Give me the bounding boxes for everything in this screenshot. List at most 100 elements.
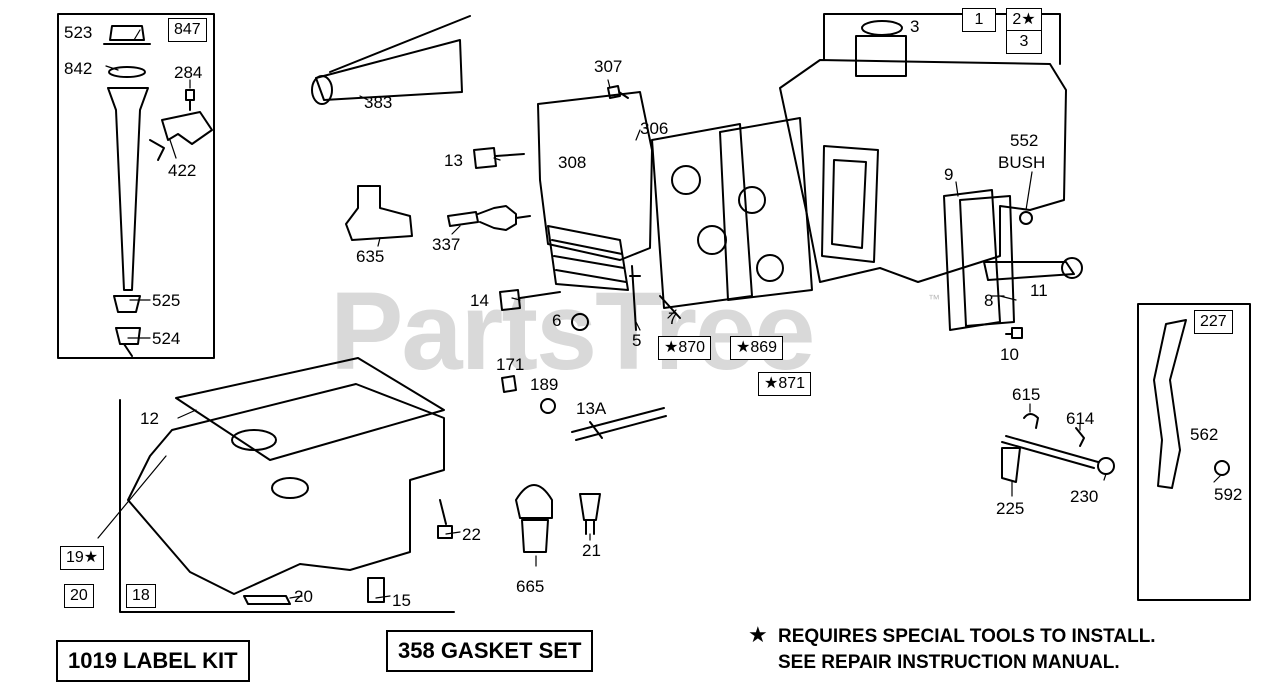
breather-cover [821, 145, 879, 263]
fitting-21 [579, 493, 601, 535]
dipstick-o-ring [108, 66, 146, 78]
fuel-line-end [311, 75, 333, 105]
dipstick-tube [107, 87, 149, 291]
callout-189: 189 [530, 375, 559, 394]
washer-6 [571, 313, 589, 331]
spark-plug-337 [447, 205, 531, 231]
washer-230 [1097, 457, 1115, 475]
box-2: 2★ [1006, 8, 1042, 32]
callout-383: 383 [364, 93, 393, 112]
bolt-13 [473, 147, 525, 169]
callout-524: 524 [152, 329, 181, 348]
bolt-14 [499, 289, 561, 311]
callout-5: 5 [632, 331, 642, 350]
special-tools-note-line2: SEE REPAIR INSTRUCTION MANUAL. [778, 652, 1120, 673]
dipstick-seal [115, 327, 141, 357]
pin-614 [1075, 427, 1085, 447]
callout-337: 337 [432, 235, 461, 254]
callout-9: 9 [944, 165, 954, 184]
callout-bush: BUSH [998, 153, 1046, 172]
gasket-hole-1 [671, 165, 701, 195]
block-plug-3 [861, 20, 903, 36]
callout-615: 615 [1012, 385, 1041, 404]
screw-22 [437, 499, 453, 539]
callout-3: 3 [910, 17, 920, 36]
box-18: 18 [126, 584, 156, 608]
base-boss [271, 477, 309, 499]
callout-635: 635 [356, 247, 385, 266]
breather-gasket-9 [943, 189, 1001, 331]
callout-562: 562 [1190, 425, 1219, 444]
head-gasket-870 [651, 123, 753, 309]
box-869: ★869 [730, 336, 784, 360]
callout-284: 284 [174, 63, 203, 82]
callout-8: 8 [984, 291, 994, 310]
valve-cover-308 [537, 91, 653, 261]
callout-11: 11 [1030, 281, 1048, 300]
callout-225: 225 [996, 499, 1025, 518]
callout-523: 523 [64, 23, 93, 42]
dipstick-cap [103, 25, 151, 45]
box-1: 1 [962, 8, 996, 32]
crankcase-gasket-12 [175, 357, 445, 461]
dipstick-panel-frame [57, 13, 215, 359]
star-icon: ★ [748, 622, 768, 647]
lever-225 [1001, 447, 1021, 483]
callout-422: 422 [168, 161, 197, 180]
callout-665: 665 [516, 577, 545, 596]
callout-230: 230 [1070, 487, 1099, 506]
block-top-boss [855, 35, 907, 77]
governor-lever-562 [1153, 319, 1187, 489]
bushing-552 [1019, 211, 1033, 225]
callout-306: 306 [640, 119, 669, 138]
callout-13: 13 [444, 151, 463, 170]
dipstick-bracket [161, 111, 213, 145]
callout-21: 21 [582, 541, 601, 560]
nut-171 [501, 375, 517, 393]
dowel-15 [367, 577, 385, 603]
dipstick-clip [149, 139, 165, 161]
base-bore [231, 429, 277, 451]
callout-171: 171 [496, 355, 525, 374]
box-227: 227 [1194, 310, 1233, 334]
callout-592: 592 [1214, 485, 1243, 504]
callout-15: 15 [392, 591, 411, 610]
screw-307 [607, 85, 629, 99]
governor-665 [515, 484, 553, 553]
breather-tube-11 [983, 261, 1075, 281]
special-tools-note-line1: REQUIRES SPECIAL TOOLS TO INSTALL. [778, 626, 1156, 647]
dipstick-tube-bottom [113, 295, 141, 313]
box-870: ★870 [658, 336, 712, 360]
cylinder-block [779, 59, 1067, 283]
callout-12: 12 [140, 409, 159, 428]
gasket-hole-4 [756, 254, 784, 282]
fuel-line [315, 15, 471, 101]
callout-552: 552 [1010, 131, 1039, 150]
box-3: 3 [1006, 30, 1042, 54]
clip-615 [1023, 413, 1039, 429]
gasket-set-358: 358 GASKET SET [386, 630, 594, 672]
box-19: 19★ [60, 546, 105, 570]
cylinder-head-fins [547, 225, 629, 291]
callout-614: 614 [1066, 409, 1095, 428]
crankcase-base [127, 383, 445, 595]
callout-14: 14 [470, 291, 489, 310]
shaft-225 [1001, 435, 1099, 469]
head-gasket-869 [719, 117, 813, 301]
callout-6: 6 [552, 311, 562, 330]
callout-308: 308 [558, 153, 587, 172]
elbow-fitting-635 [345, 185, 413, 241]
breather-plate-8 [959, 195, 1015, 327]
partstree-watermark: PartsTree [330, 270, 815, 393]
dipstick-screw [185, 89, 195, 111]
box-871: ★871 [758, 372, 812, 396]
callout-10: 10 [1000, 345, 1019, 364]
watermark-trademark: ™ [928, 292, 940, 306]
gasket-hole-2 [697, 225, 727, 255]
box-847: 847 [168, 18, 207, 42]
ring-189 [540, 398, 556, 414]
box-20: 20 [64, 584, 94, 608]
callout-20-seal: 20 [294, 587, 313, 606]
callout-842: 842 [64, 59, 93, 78]
